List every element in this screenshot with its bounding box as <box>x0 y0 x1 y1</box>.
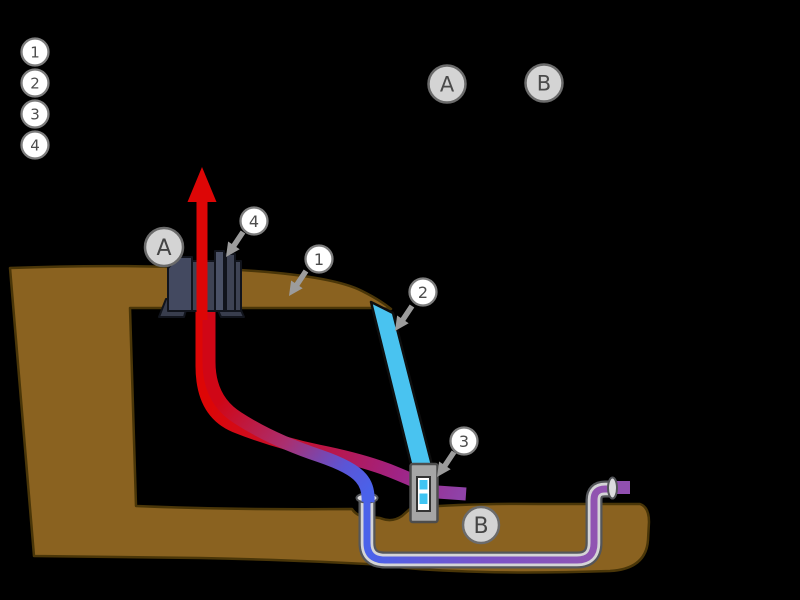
marker-a-label: A <box>156 236 171 261</box>
device-fluid-upper <box>419 480 428 490</box>
legend-3-label: 3 <box>30 106 40 124</box>
marker-vent-a: A <box>143 226 185 268</box>
legend-1-badge <box>20 37 50 67</box>
legend-numbers: 1 2 3 4 <box>20 37 50 160</box>
heat-exchanger-device <box>409 462 439 524</box>
return-water-tube <box>202 292 375 503</box>
legend-b-label: B <box>537 72 551 96</box>
valve-tall-slat <box>214 250 225 312</box>
legend-b-badge <box>524 63 564 103</box>
pointer-arrow-3 <box>437 452 454 477</box>
steam-arrow-head <box>187 167 217 202</box>
callout-3-label: 3 <box>459 432 469 451</box>
legend-letters: A B <box>427 63 564 104</box>
intake-tube <box>369 300 436 475</box>
u-pipe-fluid <box>363 485 612 564</box>
callout-3-badge <box>449 426 479 456</box>
u-pipe-right-opening <box>607 476 618 500</box>
legend-1-label: 1 <box>30 44 40 62</box>
callout-1: 1 <box>304 244 334 274</box>
legend-4-badge <box>20 130 50 160</box>
marker-b-badge <box>461 505 501 545</box>
legend-3-badge <box>20 99 50 129</box>
legend-2-badge <box>20 68 50 98</box>
callout-2-label: 2 <box>418 283 428 302</box>
callout-4-label: 4 <box>249 212 259 231</box>
legend-4-label: 4 <box>30 137 40 155</box>
callout-2-badge <box>408 277 438 307</box>
legend-a-label: A <box>440 73 455 97</box>
callout-4-badge <box>239 206 269 236</box>
valve-second-slat <box>225 253 236 312</box>
device-fluid-lower <box>419 493 428 504</box>
pointer-arrow-2 <box>395 306 412 331</box>
ground-cross-section <box>8 264 651 574</box>
callout-1-label: 1 <box>314 250 324 269</box>
legend-a-badge <box>427 64 467 104</box>
steam-arrow-shaft <box>196 196 208 320</box>
callout-3: 3 <box>449 426 479 456</box>
callout-2: 2 <box>408 277 438 307</box>
callout-4: 4 <box>239 206 269 236</box>
legend-2-label: 2 <box>30 75 40 93</box>
callout-1-badge <box>304 244 334 274</box>
marker-b-label: B <box>473 514 488 539</box>
marker-ground-b: B <box>461 505 501 545</box>
u-pipe-heat-exchanger <box>355 476 630 569</box>
steam-arrow <box>187 167 217 320</box>
marker-a-badge <box>143 226 185 268</box>
